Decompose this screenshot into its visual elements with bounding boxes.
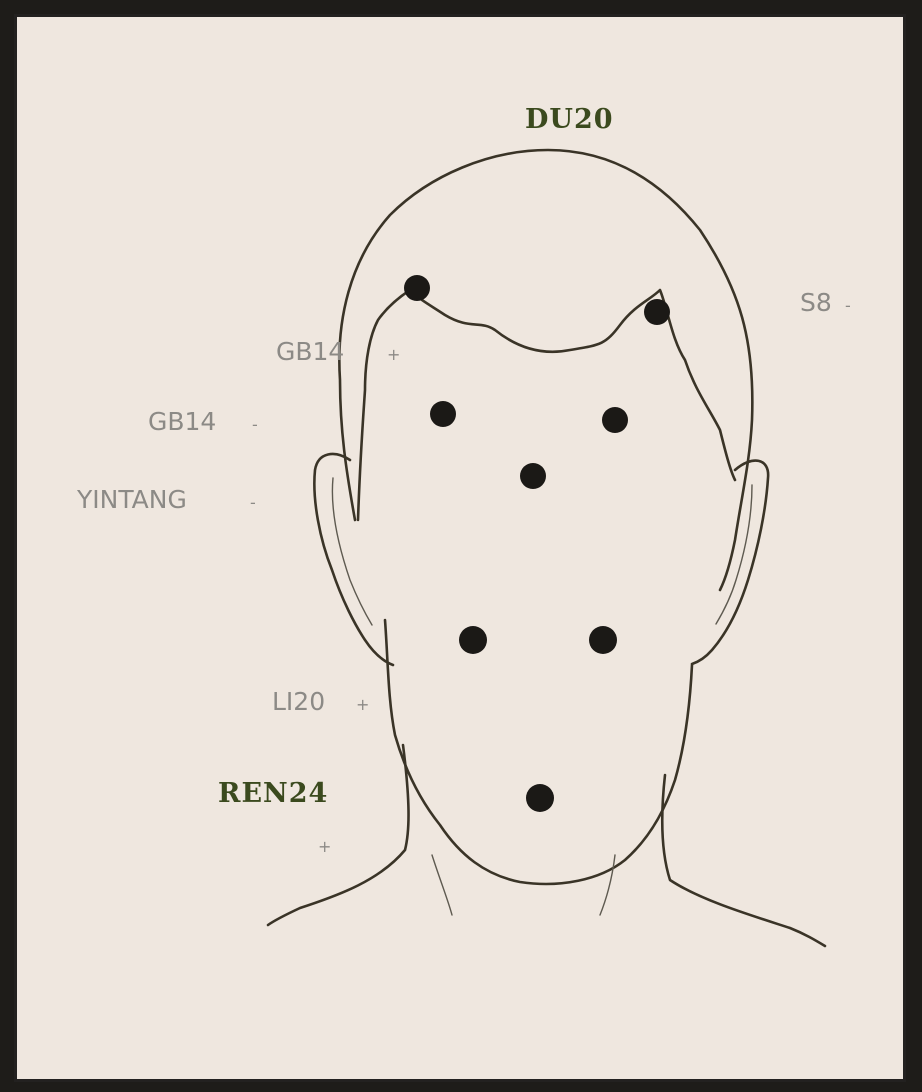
neck-shoulder-right (662, 775, 825, 946)
gb14-lower-marker: - (252, 415, 258, 434)
jaw-outline (385, 620, 692, 884)
neck-line-right (600, 855, 615, 915)
label-ren24: REN24 (218, 778, 328, 809)
label-du20: DU20 (525, 104, 614, 135)
head-hair-outline (339, 150, 752, 590)
point-forehead-hairline-left (404, 275, 430, 301)
label-gb14-lower: GB14 (148, 407, 216, 436)
neck-line-left (432, 855, 452, 915)
label-yintang: YINTANG (76, 485, 187, 514)
point-nose-side-left (459, 626, 487, 654)
s8-marker: - (845, 296, 851, 315)
point-glabella (520, 463, 546, 489)
label-s8: S8 (800, 288, 832, 317)
neck-shoulder-left (268, 745, 409, 925)
label-gb14-upper: GB14 (276, 337, 344, 366)
hairline (410, 290, 735, 480)
left-hair-edge (358, 290, 410, 520)
left-ear (314, 454, 393, 665)
li20-marker: + (356, 695, 369, 714)
gb14-upper-marker: + (387, 345, 400, 364)
point-forehead-hairline-right (644, 299, 670, 325)
right-ear-inner (716, 485, 752, 624)
yintang-marker: - (250, 493, 256, 512)
point-chin (526, 784, 554, 812)
point-brow-left (430, 401, 456, 427)
ren24-marker: + (318, 837, 331, 856)
point-brow-right (602, 407, 628, 433)
label-li20: LI20 (272, 687, 325, 716)
point-nose-side-right (589, 626, 617, 654)
